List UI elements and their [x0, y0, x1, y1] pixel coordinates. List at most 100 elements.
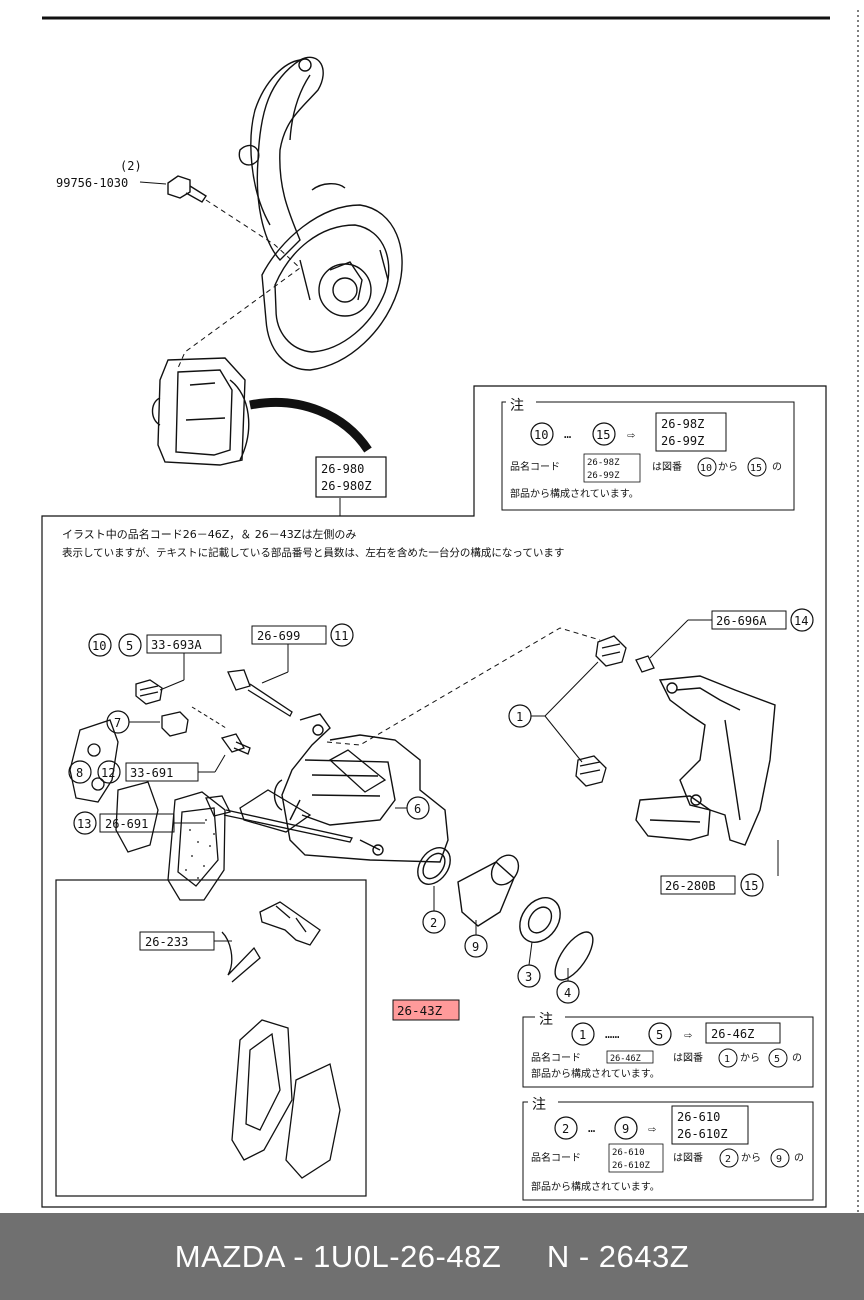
callout-5-num: 5	[126, 639, 133, 653]
note-bot-code-2: 26-610Z	[677, 1127, 728, 1141]
illustration-note-line1: イラスト中の品名コード26－46Z，＆ 26－43Zは左側のみ	[62, 527, 356, 541]
note-top-text-c: の	[772, 462, 782, 473]
note-bot-code-1: 26-610	[677, 1110, 720, 1124]
callout-9-num: 9	[472, 940, 479, 954]
callout-33-691-code: 33-691	[130, 766, 173, 780]
note-mid: 注 1 …… 5 ⇨ 26-46Z 品名コード 26-46Z は図番 1 から …	[522, 1010, 814, 1088]
note-bot-line2: 部品から構成されています。	[531, 1180, 660, 1193]
note-bot-num-to: 9	[622, 1122, 629, 1136]
guide-pin-boots	[575, 635, 655, 787]
note-top-text-a: は図番	[652, 461, 682, 473]
callout-26-691-code: 26-691	[105, 817, 148, 831]
footer-part-numbers: MAZDA - 1U0L-26-48Z N - 2643Z	[174, 1238, 690, 1274]
note-mid-text-a: は図番	[673, 1052, 703, 1064]
callout-4-num: 4	[564, 986, 571, 1000]
note-bot-dots: …	[588, 1121, 595, 1135]
note-top-code-2: 26-99Z	[661, 434, 704, 448]
callout-2-num: 2	[430, 916, 437, 930]
note-top-ref-to: 15	[750, 463, 762, 474]
note-mid-line2: 部品から構成されています。	[531, 1067, 660, 1080]
note-bot-arrow: ⇨	[648, 1122, 656, 1137]
callout-8-num: 8	[76, 766, 83, 780]
note-top-small-code-1: 26-98Z	[587, 458, 620, 468]
note-mid-ref-to: 5	[774, 1054, 780, 1065]
note-bot-ref-from: 2	[725, 1154, 731, 1165]
footer-bar: MAZDA - 1U0L-26-48Z N - 2643Z	[0, 1213, 864, 1300]
bolt-qty: (2)	[120, 159, 142, 173]
callout-26-280b-code: 26-280B	[665, 879, 716, 893]
note-mid-title: 注	[539, 1012, 553, 1028]
note-top-label: 品名コード	[510, 460, 560, 473]
note-mid-text-c: の	[792, 1053, 802, 1064]
caliper-pointer-arc	[249, 397, 372, 453]
piston-seal-parts	[417, 847, 594, 981]
steering-knuckle-illustration	[238, 56, 403, 371]
note-bot: 注 2 … 9 ⇨ 26-610 26-610Z 品名コード 26-610 26…	[522, 1095, 814, 1201]
dashed-guide-center	[326, 627, 601, 746]
callout-3-num: 3	[525, 970, 532, 984]
small-parts-left	[135, 669, 353, 843]
detail-frame	[41, 385, 827, 1208]
callout-26-43z-highlight	[392, 999, 460, 1021]
note-top-ref-from: 10	[700, 463, 712, 474]
note-mid-ref-from: 1	[724, 1054, 730, 1065]
note-mid-label: 品名コード	[531, 1051, 581, 1064]
pad-kit-illustration	[69, 719, 387, 1179]
note-bot-text-c: の	[794, 1153, 804, 1164]
bolt-illustration	[167, 175, 207, 203]
note-bot-label: 品名コード	[531, 1151, 581, 1164]
callout-26-233-code: 26-233	[145, 935, 188, 949]
parts-diagram: (2) 99756-1030 26-980 26-980Z 注 10 … 15 …	[41, 10, 859, 1213]
note-top-text-b: から	[718, 461, 738, 473]
bolt-part-number: 99756-1030	[56, 176, 128, 190]
note-top-arrow: ⇨	[627, 428, 635, 443]
caliper-bracket-illustration	[635, 675, 776, 846]
callout-14-num: 14	[794, 614, 808, 628]
main-code-line1: 26-980	[321, 462, 364, 476]
caliper-body-illustration	[273, 713, 449, 863]
note-bot-small-code-1: 26-610	[612, 1148, 645, 1158]
note-bot-num-from: 2	[562, 1122, 569, 1136]
note-top-title: 注	[510, 398, 524, 414]
mount-dashed-line	[177, 199, 301, 369]
callout-26-699-code: 26-699	[257, 629, 300, 643]
callout-33-693a-code: 33-693A	[151, 638, 202, 652]
pad-kit-box	[55, 879, 367, 1197]
main-code-line2: 26-980Z	[321, 479, 372, 493]
note-top: 注 10 … 15 ⇨ 26-98Z 26-99Z 品名コード 26-98Z 2…	[501, 396, 795, 511]
illustration-note-line2: 表示していますが、テキストに記載している部品番号と員数は、左右を含めた一台分の構…	[62, 546, 564, 559]
note-top-dots: …	[564, 427, 571, 441]
bolt-leader	[139, 181, 167, 185]
note-bot-text-b: から	[741, 1152, 761, 1164]
note-mid-text-b: から	[740, 1052, 760, 1064]
callout-7-num: 7	[114, 716, 121, 730]
callout-11-num: 11	[334, 629, 348, 643]
callout-12-num: 12	[101, 766, 115, 780]
pad-friction-texture	[185, 819, 215, 879]
callout-26-696a-code: 26-696A	[716, 614, 767, 628]
note-mid-code: 26-46Z	[711, 1027, 754, 1041]
caliper-assembly-illustration	[151, 357, 250, 466]
note-mid-num-from: 1	[579, 1028, 586, 1042]
note-mid-dots: ……	[605, 1027, 619, 1041]
note-top-num-from: 10	[534, 428, 548, 442]
note-mid-arrow: ⇨	[684, 1028, 692, 1043]
main-code-box	[315, 456, 387, 498]
callout-15-num: 15	[744, 879, 758, 893]
callout-10-num: 10	[92, 639, 106, 653]
note-top-num-to: 15	[596, 428, 610, 442]
callout-1-num: 1	[516, 710, 523, 724]
note-bot-title: 注	[532, 1097, 546, 1113]
note-bot-text-a: は図番	[673, 1152, 703, 1164]
note-mid-small-code: 26-46Z	[610, 1054, 641, 1064]
note-top-small-code-2: 26-99Z	[587, 471, 620, 481]
callout-13-num: 13	[77, 817, 91, 831]
dashed-guide-left	[191, 706, 227, 729]
note-mid-num-to: 5	[656, 1028, 663, 1042]
note-top-line2: 部品から構成されています。	[510, 487, 639, 500]
callout-26-43z-code: 26-43Z	[397, 1003, 443, 1018]
note-top-code-1: 26-98Z	[661, 417, 704, 431]
note-bot-ref-to: 9	[776, 1154, 782, 1165]
callout-6-num: 6	[414, 802, 421, 816]
note-bot-small-code-2: 26-610Z	[612, 1161, 651, 1171]
